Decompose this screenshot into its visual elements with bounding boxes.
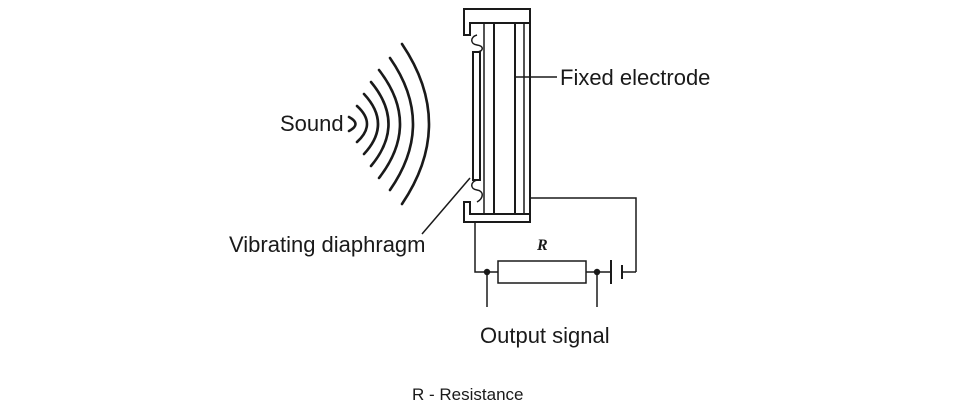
diaphragm-spring-top <box>471 34 483 53</box>
label-vibrating-diaphragm: Vibrating diaphragm <box>229 232 426 257</box>
sound-wave-2 <box>355 104 369 144</box>
circuit <box>474 197 637 307</box>
wire-left-loop <box>474 222 498 273</box>
sound-waves <box>347 42 431 206</box>
label-sound: Sound <box>280 111 344 136</box>
resistor-R <box>497 260 587 284</box>
sound-wave-1 <box>347 115 357 133</box>
caption: R - Resistance <box>412 385 523 404</box>
mic-housing <box>463 8 531 223</box>
sound-wave-3 <box>362 92 380 156</box>
diaphragm-leader <box>421 177 471 235</box>
sound-wave-4 <box>369 80 390 168</box>
label-output-signal: Output signal <box>480 323 610 348</box>
wire-top-right <box>530 197 637 272</box>
fixed-electrode-plate <box>493 22 516 215</box>
label-fixed-electrode: Fixed electrode <box>560 65 710 90</box>
sound-wave-6 <box>388 56 415 192</box>
sound-wave-7 <box>400 42 431 206</box>
label-resistor: R <box>536 237 548 254</box>
housing-bottom-flange <box>463 201 531 223</box>
diaphragm-plate <box>472 51 481 181</box>
diaphragm-spring-bottom <box>471 179 483 203</box>
sound-wave-5 <box>377 68 402 180</box>
